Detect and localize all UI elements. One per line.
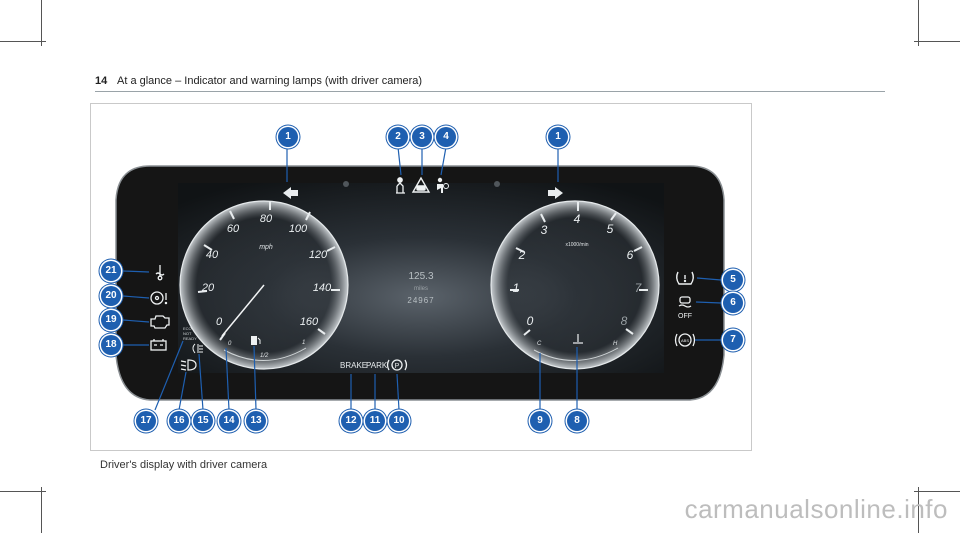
ready-indicator: ECO NOT READY [183,326,197,341]
page-title: At a glance – Indicator and warning lamp… [117,75,423,87]
svg-text:ABS: ABS [681,338,689,343]
rpm-tick-label: 7 [635,281,643,295]
trip-distance: 125.3 [408,271,433,282]
fuel-gauge-arc [223,347,307,361]
tire-pressure-icon [676,271,694,285]
seat-belt-warning-icon [396,177,405,194]
speed-tick-label: 0 [216,316,223,328]
speed-tick-label: 100 [289,223,308,235]
page-header: 14 At a glance – Indicator and warning l… [95,74,885,94]
ready-line: READY [183,336,197,341]
battery-charge-icon [150,339,167,351]
ready-line: NOT [183,331,192,336]
speed-tick-label: 120 [309,249,328,261]
coolant-gauge-arc [533,347,619,361]
rpm-tick-label: 6 [627,248,634,262]
brake-label: BRAKE [340,361,367,370]
speed-tick-label: 140 [313,282,332,294]
zero-label: 0 [527,314,534,328]
fuel-reserve-icon [251,336,261,345]
svg-text:P: P [395,363,400,370]
parking-brake-icon: P [386,359,408,371]
rpm-tick-label: 4 [574,212,581,226]
rpm-tick-label: 5 [607,222,614,236]
indicator-dot [494,181,500,187]
abs-icon: ABS [674,333,696,347]
rpm-unit: x1000/min [565,242,588,248]
turn-signal-left-arrow [283,187,298,199]
speedometer: 0 20 40 60 80 100 120 140 160 mph 0 1/2 … [179,200,349,370]
airbag-off-icon [437,177,449,193]
speed-tick-label: 160 [300,316,319,328]
esp-off-icon [678,296,692,308]
crop-mark [914,491,960,492]
fuel-label-full: 1 [302,340,305,346]
engine-diagnostics-icon [150,315,170,329]
temp-label-cold: C [537,341,542,347]
odometer: 24967 [407,296,434,305]
fuel-label-empty: 0 [228,341,232,347]
indicator-dot [343,181,349,187]
speed-tick-label: 60 [227,223,240,235]
speed-tick-label: 80 [260,213,273,225]
turn-signal-right-arrow [548,187,563,199]
rear-fog-lamp-icon [192,343,203,354]
speed-unit: mph [259,244,273,251]
crop-mark [918,487,919,533]
watermark: carmanualsonline.info [684,494,948,524]
page-number: 14 [95,75,108,87]
speed-needle [221,284,265,337]
header-rule [95,91,885,92]
esp-off-label: OFF [678,313,692,320]
trip-unit: miles [414,286,428,292]
crop-mark [0,491,46,492]
figure-caption: Driver's display with driver camera [100,459,268,471]
speed-tick-label: 40 [206,249,219,261]
crop-mark [0,41,46,42]
rpm-tick-label: 3 [541,223,548,237]
temp-label-hot: H [613,341,618,347]
tachometer: 1 2 3 4 5 6 7 8 0 x1000/min C H [490,200,660,370]
fuel-label-half: 1/2 [260,353,269,359]
crop-mark [914,41,960,42]
coolant-temp-gauge-icon [573,334,583,344]
speed-tick-label: 20 [201,282,215,294]
steering-fault-icon [150,291,168,305]
rpm-tick-label: 2 [518,248,526,262]
park-label: PARK [366,361,388,370]
figure-frame [90,103,752,451]
rpm-tick-label: 8 [621,314,628,328]
rpm-tick-label: 1 [513,281,520,295]
coolant-temperature-icon [155,265,165,281]
distance-warning-icon [411,176,431,193]
low-beam-icon [180,359,197,371]
crop-mark [41,487,42,533]
crop-mark [918,0,919,46]
ready-line: ECO [183,326,192,331]
crop-mark [41,0,42,46]
